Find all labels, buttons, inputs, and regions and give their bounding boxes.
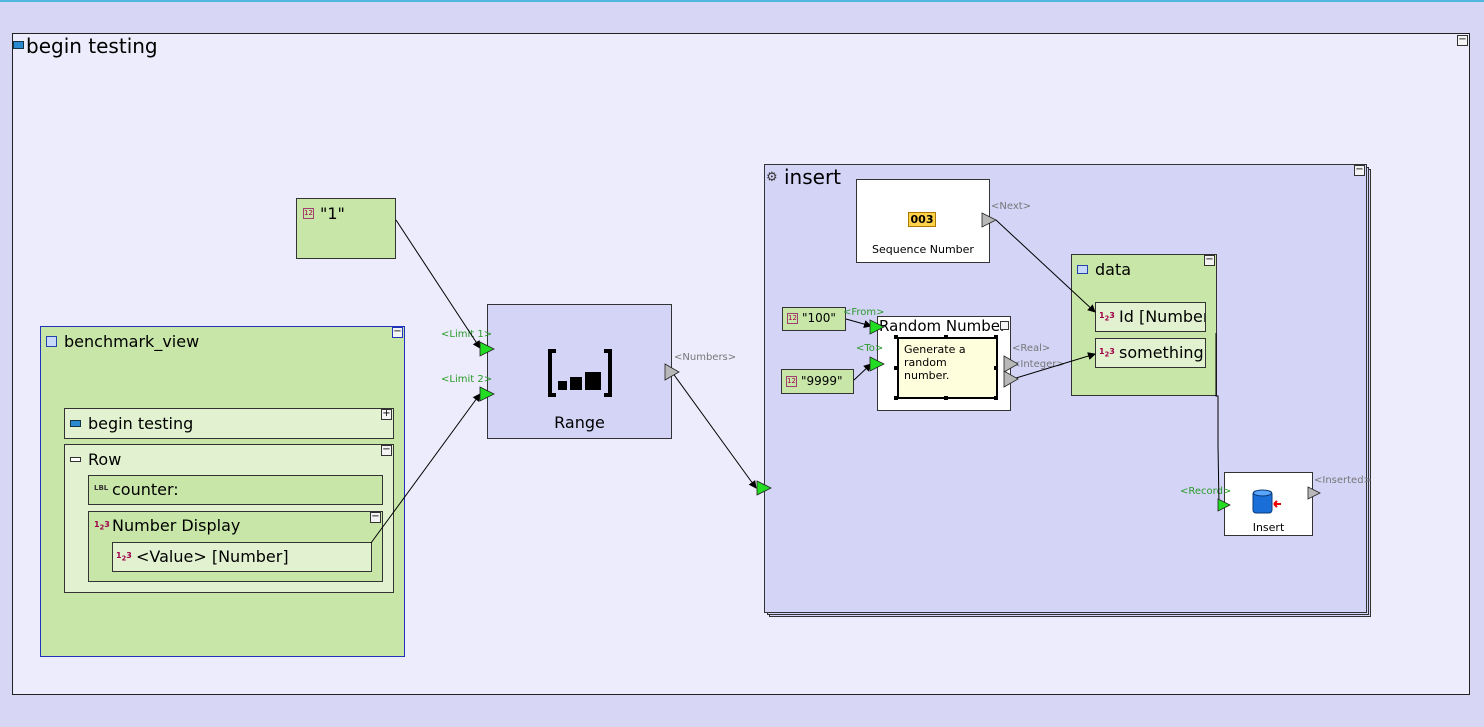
number-icon: 123 bbox=[116, 551, 132, 563]
something-field-item[interactable]: 123 something bbox=[1095, 338, 1206, 368]
value-number-label: <Value> [Number] bbox=[136, 547, 289, 566]
random-to-port-label: <To> bbox=[856, 343, 884, 354]
data-title: data bbox=[1095, 260, 1132, 279]
collapse-button[interactable]: − bbox=[392, 326, 403, 338]
form-icon bbox=[13, 41, 24, 49]
id-field-label: Id [Number bbox=[1119, 307, 1206, 326]
collapse-button[interactable]: − bbox=[1204, 254, 1215, 266]
number-icon: 12 bbox=[787, 313, 798, 324]
collapse-button[interactable]: − bbox=[1457, 34, 1468, 46]
insert-record-port[interactable] bbox=[1217, 498, 1231, 512]
form-icon bbox=[70, 420, 81, 427]
collapse-button[interactable] bbox=[1000, 321, 1009, 330]
sequence-next-port[interactable] bbox=[981, 212, 997, 228]
id-field-item[interactable]: 123 Id [Number bbox=[1095, 302, 1206, 332]
insert-node[interactable]: Insert bbox=[1224, 472, 1313, 536]
wire-one-to-limit1 bbox=[395, 219, 481, 349]
sequence-number-title: Sequence Number bbox=[872, 243, 974, 256]
number-display-label: Number Display bbox=[112, 516, 241, 535]
random-to-port[interactable] bbox=[869, 356, 885, 372]
canvas-title: begin testing bbox=[26, 34, 158, 58]
begin-testing-item[interactable]: begin testing + bbox=[64, 408, 394, 439]
wire-9999-to-to bbox=[853, 363, 872, 381]
expand-button[interactable]: + bbox=[381, 408, 392, 420]
counter-label-item[interactable]: LBL counter: bbox=[88, 475, 383, 505]
row-icon bbox=[70, 457, 81, 462]
counter-label: counter: bbox=[112, 480, 179, 499]
number-icon: 123 bbox=[1099, 311, 1115, 323]
constant-one-node[interactable]: 12 "1" bbox=[296, 198, 396, 259]
random-from-port-label: <From> bbox=[843, 307, 885, 318]
random-integer-port-label: <Integer> bbox=[1012, 359, 1065, 370]
range-limit1-port[interactable] bbox=[479, 341, 495, 357]
constant-9999-label: "9999" bbox=[801, 374, 843, 388]
insert-group-title: insert bbox=[784, 165, 842, 189]
something-field-label: something bbox=[1119, 343, 1204, 362]
view-icon bbox=[46, 336, 57, 347]
note-selection-handles bbox=[894, 335, 998, 400]
collapse-button[interactable]: − bbox=[381, 444, 392, 456]
random-real-port-label: <Real> bbox=[1012, 343, 1051, 354]
wire-data-to-record bbox=[1215, 333, 1220, 506]
insert-inserted-port-label: <Inserted> bbox=[1314, 475, 1372, 486]
range-title: Range bbox=[554, 413, 605, 432]
random-real-port[interactable] bbox=[1003, 355, 1019, 373]
constant-one-label: "1" bbox=[320, 204, 345, 223]
wire-numbers-to-insert bbox=[671, 371, 757, 489]
number-icon: 12 bbox=[786, 376, 797, 387]
record-icon bbox=[1077, 265, 1088, 274]
number-icon: 12 bbox=[303, 208, 314, 219]
range-numbers-port-label: <Numbers> bbox=[674, 352, 737, 363]
collapse-button[interactable]: − bbox=[370, 511, 381, 523]
benchmark-view-node[interactable]: benchmark_view − begin testing + Row − L… bbox=[40, 326, 405, 657]
wire-100-to-from bbox=[845, 318, 872, 328]
sequence-next-port-label: <Next> bbox=[991, 201, 1032, 212]
constant-100-label: "100" bbox=[802, 311, 836, 325]
insert-inserted-port[interactable] bbox=[1307, 486, 1321, 500]
insert-title: Insert bbox=[1252, 521, 1285, 534]
wire-integer-to-something bbox=[1015, 352, 1096, 379]
random-from-port[interactable] bbox=[869, 319, 885, 335]
range-numbers-port[interactable] bbox=[664, 363, 680, 381]
label-icon: LBL bbox=[94, 484, 109, 492]
wire-next-to-id bbox=[995, 219, 1096, 313]
insert-group-input-port[interactable] bbox=[756, 480, 772, 496]
row-container[interactable]: Row − LBL counter: 123 Number Display − … bbox=[64, 444, 394, 593]
begin-testing-label: begin testing bbox=[88, 414, 194, 433]
range-limit2-port[interactable] bbox=[479, 386, 495, 402]
number-icon: 123 bbox=[1099, 347, 1115, 359]
counter-icon: 003 bbox=[908, 212, 936, 227]
number-icon: 123 bbox=[94, 520, 110, 532]
database-icon bbox=[1252, 489, 1281, 514]
random-number-title: Random Number bbox=[879, 317, 1007, 335]
window-top-border bbox=[0, 0, 1484, 2]
data-node[interactable]: data − 123 Id [Number 123 something bbox=[1071, 254, 1217, 396]
constant-100-node[interactable]: 12 "100" bbox=[782, 307, 846, 331]
row-label: Row bbox=[88, 450, 122, 469]
constant-9999-node[interactable]: 12 "9999" bbox=[781, 369, 854, 394]
value-number-item[interactable]: 123 <Value> [Number] bbox=[112, 542, 372, 572]
range-limit1-port-label: <Limit 1> bbox=[441, 329, 493, 340]
collapse-button[interactable]: − bbox=[1354, 164, 1365, 176]
number-display-item[interactable]: 123 Number Display − 123 <Value> [Number… bbox=[88, 511, 383, 582]
range-node[interactable]: Range bbox=[487, 304, 672, 439]
wire-counter-to-limit2 bbox=[370, 393, 481, 544]
benchmark-view-title: benchmark_view bbox=[64, 332, 200, 351]
range-limit2-port-label: <Limit 2> bbox=[441, 374, 493, 385]
gears-icon: ⚙ bbox=[766, 170, 778, 185]
range-icon bbox=[548, 349, 612, 397]
sequence-number-node[interactable]: 003 Sequence Number bbox=[856, 179, 990, 263]
insert-record-port-label: <Record> bbox=[1180, 486, 1232, 497]
random-integer-port[interactable] bbox=[1003, 370, 1019, 388]
